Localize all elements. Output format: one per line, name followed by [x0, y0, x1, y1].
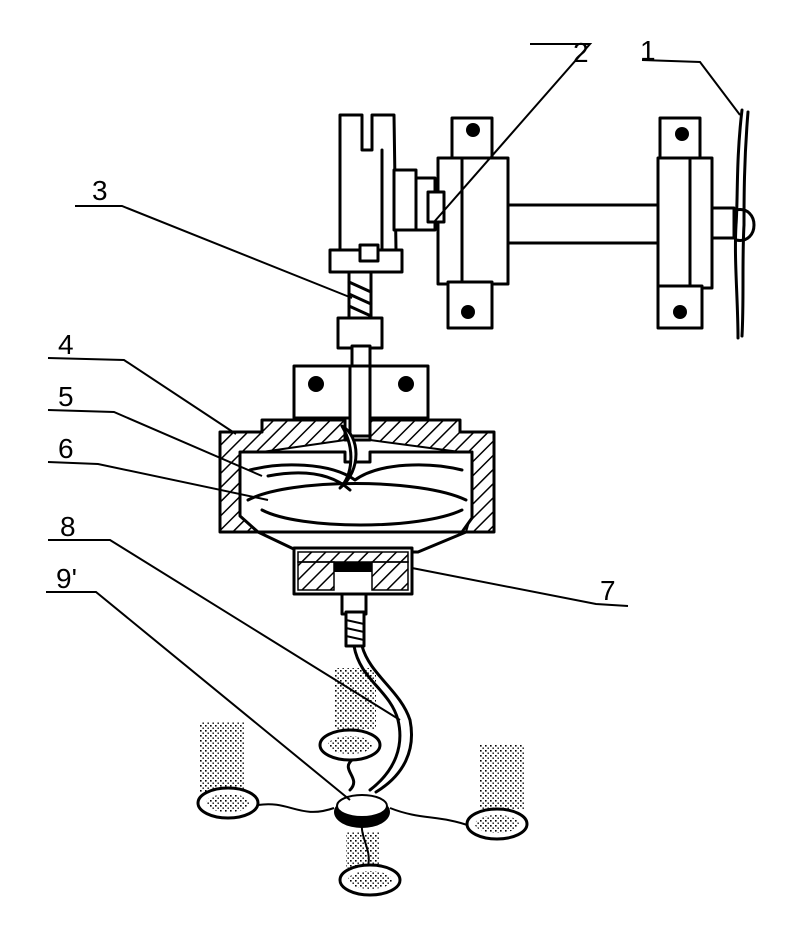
- part-labels: 1 2 3 4 5 6 7 8 9': [56, 35, 656, 606]
- gearbox-nut: [358, 243, 380, 263]
- leader-line-5: [47, 409, 263, 477]
- outlet-block-hatch-top: [297, 551, 409, 563]
- rod-coupler: [336, 316, 384, 350]
- gearbox-assembly: [328, 113, 418, 370]
- label-part-6: 6: [58, 433, 74, 464]
- label-part-2: 2: [573, 37, 589, 68]
- bolt-icon: [461, 305, 475, 319]
- bolt-icon: [308, 376, 324, 392]
- leader-line-3: [75, 205, 353, 299]
- gearbox-housing: [338, 113, 398, 252]
- housing-right-wall: [369, 419, 495, 533]
- horizontal-shaft: [498, 203, 667, 245]
- spray-plume: [480, 744, 524, 810]
- hose-left: [257, 803, 335, 813]
- leader-line-2: [433, 43, 593, 223]
- diaphragm: [246, 482, 468, 502]
- bolt-icon: [675, 127, 689, 141]
- leader-line-4: [47, 357, 237, 435]
- leader-line-1: [641, 59, 741, 116]
- bolt-icon: [398, 376, 414, 392]
- leader-line-8: [48, 539, 401, 721]
- emitter-disk-fill: [475, 815, 519, 833]
- nozzle-thread: [345, 619, 365, 641]
- shaft-end-collar: [710, 206, 736, 240]
- spray-plume: [346, 832, 380, 868]
- leader-line-9: [46, 591, 351, 801]
- impeller-blade: [248, 463, 464, 482]
- emitter-disk-fill: [328, 736, 372, 754]
- impeller-hook: [338, 424, 358, 490]
- gearbox-side-boss: [392, 168, 418, 232]
- label-part-1: 1: [640, 35, 656, 66]
- label-part-3: 3: [92, 175, 108, 206]
- emitter-disk-fill: [206, 794, 250, 812]
- left-bearing-bottom-lug: [446, 280, 494, 330]
- leader-lines: [46, 43, 741, 801]
- label-part-7: 7: [600, 575, 616, 606]
- right-bearing-block: [656, 156, 714, 290]
- central-distributor-top: [336, 794, 388, 818]
- shaft-assembly: [403, 108, 756, 340]
- outlet-block-hatch-right: [371, 561, 409, 591]
- leader-line-6: [47, 461, 269, 501]
- emitter-network: [196, 644, 529, 897]
- pump-rod: [348, 364, 372, 438]
- bolt-icon: [466, 123, 480, 137]
- diaphragm-lower: [260, 508, 464, 527]
- bolt-icon: [673, 305, 687, 319]
- blade-edge: [740, 110, 750, 338]
- label-part-5: 5: [58, 381, 74, 412]
- hose-right: [389, 807, 471, 827]
- spray-plume: [200, 722, 244, 792]
- hose-link: [346, 758, 356, 792]
- coupling-pin: [426, 190, 446, 224]
- pump-body: [218, 364, 496, 648]
- label-part-9: 9': [56, 563, 77, 594]
- label-part-4: 4: [58, 329, 74, 360]
- outlet-block-hatch-left: [297, 561, 335, 591]
- label-part-8: 8: [60, 511, 76, 542]
- blade-edge: [733, 108, 744, 340]
- outlet-seal: [334, 562, 372, 572]
- emitter-disk-fill: [348, 871, 392, 889]
- spray-plume: [334, 668, 376, 730]
- leader-line-7: [411, 567, 629, 607]
- rod-twist: [347, 280, 373, 318]
